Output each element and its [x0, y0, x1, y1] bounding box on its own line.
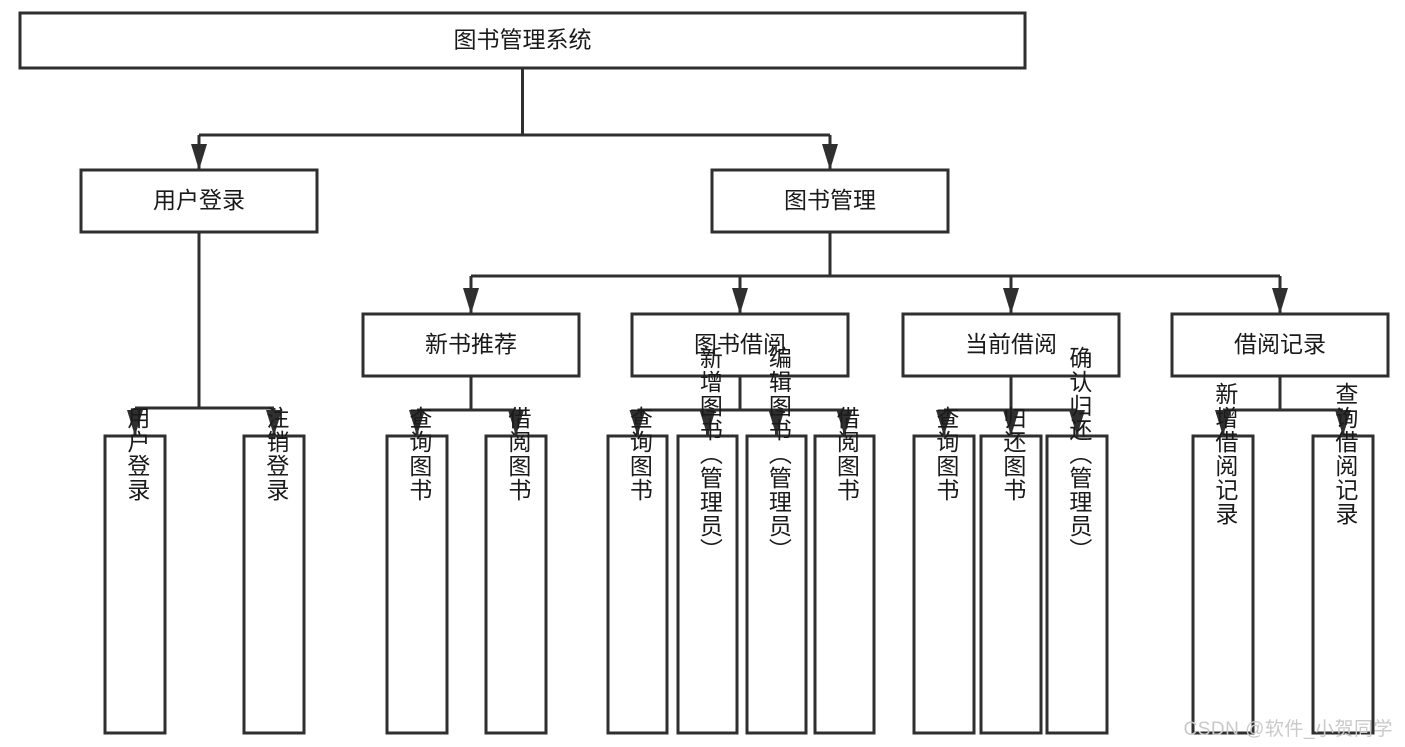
node-layer: 图书管理系统用户登录图书管理新书推荐图书借阅当前借阅借阅记录用户登录注销登录查询… [18, 11, 1390, 735]
node-label-leaf-rec-borrow-book: 借阅图书 [505, 406, 532, 502]
node-box-leaf-user-logout[interactable] [242, 434, 306, 735]
node-current-borrow[interactable]: 当前借阅 [901, 312, 1121, 378]
node-label-leaf-user-login: 用户登录 [124, 406, 151, 502]
node-user-login[interactable]: 用户登录 [79, 168, 319, 234]
node-label-leaf-record-query: 查询借阅记录 [1332, 382, 1359, 526]
arrowhead-leaf-current-query-book [936, 410, 952, 436]
node-leaf-record-query[interactable]: 查询借阅记录 [1311, 382, 1375, 735]
node-box-leaf-borrow-query-book[interactable] [606, 434, 669, 735]
node-label-leaf-borrow-edit-book: 编辑图书（管理员） [765, 346, 792, 562]
node-label-user-login: 用户登录 [153, 187, 245, 213]
node-book-borrow[interactable]: 图书借阅 [630, 312, 850, 378]
node-leaf-user-login[interactable]: 用户登录 [103, 406, 167, 735]
node-label-borrow-record: 借阅记录 [1234, 331, 1326, 357]
node-label-leaf-record-add: 新增借阅记录 [1212, 382, 1239, 526]
node-label-book-borrow: 图书借阅 [694, 331, 786, 357]
node-box-leaf-record-query[interactable] [1311, 434, 1375, 735]
arrowhead-leaf-record-add [1215, 410, 1231, 436]
node-box-current-borrow[interactable] [901, 312, 1121, 378]
node-box-leaf-record-add[interactable] [1191, 434, 1255, 735]
node-box-new-book-recommend[interactable] [361, 312, 581, 378]
node-box-leaf-current-query-book[interactable] [912, 434, 976, 735]
node-leaf-record-add[interactable]: 新增借阅记录 [1191, 382, 1255, 735]
node-label-leaf-current-confirm-return: 确认归还（管理员） [1066, 346, 1093, 562]
arrowhead-leaf-rec-query-book [409, 410, 425, 436]
arrowhead-book-borrow [732, 288, 748, 314]
node-leaf-current-query-book[interactable]: 查询图书 [912, 406, 976, 735]
node-label-current-borrow: 当前借阅 [965, 331, 1057, 357]
node-leaf-current-return-book[interactable]: 归还图书 [979, 406, 1043, 735]
node-box-leaf-rec-query-book[interactable] [385, 434, 449, 735]
node-leaf-current-confirm-return[interactable]: 确认归还（管理员） [1045, 346, 1109, 735]
node-box-borrow-record[interactable] [1170, 312, 1390, 378]
arrowhead-leaf-borrow-borrow-book [836, 410, 853, 436]
arrowhead-user-login [191, 144, 207, 170]
node-label-leaf-borrow-add-book: 新增图书（管理员） [696, 346, 723, 562]
connector-layer [127, 68, 1351, 436]
node-box-root[interactable] [18, 11, 1027, 70]
node-box-book-management[interactable] [710, 168, 950, 234]
node-borrow-record[interactable]: 借阅记录 [1170, 312, 1390, 378]
node-box-user-login[interactable] [79, 168, 319, 234]
node-leaf-borrow-borrow-book[interactable]: 借阅图书 [813, 406, 876, 735]
node-leaf-rec-query-book[interactable]: 查询图书 [385, 406, 449, 735]
arrowhead-leaf-borrow-query-book [629, 410, 646, 436]
arrowhead-new-book-recommend [463, 288, 479, 314]
node-new-book-recommend[interactable]: 新书推荐 [361, 312, 581, 378]
arrowhead-leaf-user-logout [266, 410, 282, 436]
arrowhead-book-management [822, 144, 838, 170]
arrowhead-leaf-user-login [127, 410, 143, 436]
node-leaf-user-logout[interactable]: 注销登录 [242, 406, 306, 735]
arrowhead-leaf-current-confirm-return [1069, 410, 1085, 436]
node-book-management[interactable]: 图书管理 [710, 168, 950, 234]
node-box-leaf-borrow-borrow-book[interactable] [813, 434, 876, 735]
node-label-root: 图书管理系统 [454, 27, 592, 53]
arrowhead-leaf-rec-borrow-book [508, 410, 524, 436]
node-box-leaf-current-return-book[interactable] [979, 434, 1043, 735]
node-box-leaf-borrow-add-book[interactable] [676, 434, 739, 735]
node-box-book-borrow[interactable] [630, 312, 850, 378]
node-box-leaf-rec-borrow-book[interactable] [484, 434, 548, 735]
arrowhead-leaf-record-query [1335, 410, 1351, 436]
node-box-leaf-user-login[interactable] [103, 434, 167, 735]
node-leaf-borrow-query-book[interactable]: 查询图书 [606, 406, 669, 735]
node-box-leaf-borrow-edit-book[interactable] [745, 434, 808, 735]
node-label-leaf-borrow-query-book: 查询图书 [626, 406, 653, 502]
node-label-new-book-recommend: 新书推荐 [425, 331, 517, 357]
node-leaf-rec-borrow-book[interactable]: 借阅图书 [484, 406, 548, 735]
node-root[interactable]: 图书管理系统 [18, 11, 1027, 70]
node-label-leaf-rec-query-book: 查询图书 [406, 406, 433, 502]
node-label-book-management: 图书管理 [784, 187, 876, 213]
arrowhead-current-borrow [1003, 288, 1019, 314]
node-label-leaf-user-logout: 注销登录 [263, 406, 290, 502]
arrowhead-leaf-current-return-book [1003, 410, 1019, 436]
arrowhead-borrow-record [1272, 288, 1288, 314]
arrowhead-leaf-borrow-edit-book [768, 410, 785, 436]
node-box-leaf-current-confirm-return[interactable] [1045, 434, 1109, 735]
node-label-leaf-borrow-borrow-book: 借阅图书 [833, 406, 860, 502]
node-label-leaf-current-query-book: 查询图书 [933, 406, 960, 502]
node-leaf-borrow-add-book[interactable]: 新增图书（管理员） [676, 346, 739, 735]
node-leaf-borrow-edit-book[interactable]: 编辑图书（管理员） [745, 346, 808, 735]
node-label-leaf-current-return-book: 归还图书 [1000, 406, 1027, 502]
arrowhead-leaf-borrow-add-book [699, 410, 716, 436]
